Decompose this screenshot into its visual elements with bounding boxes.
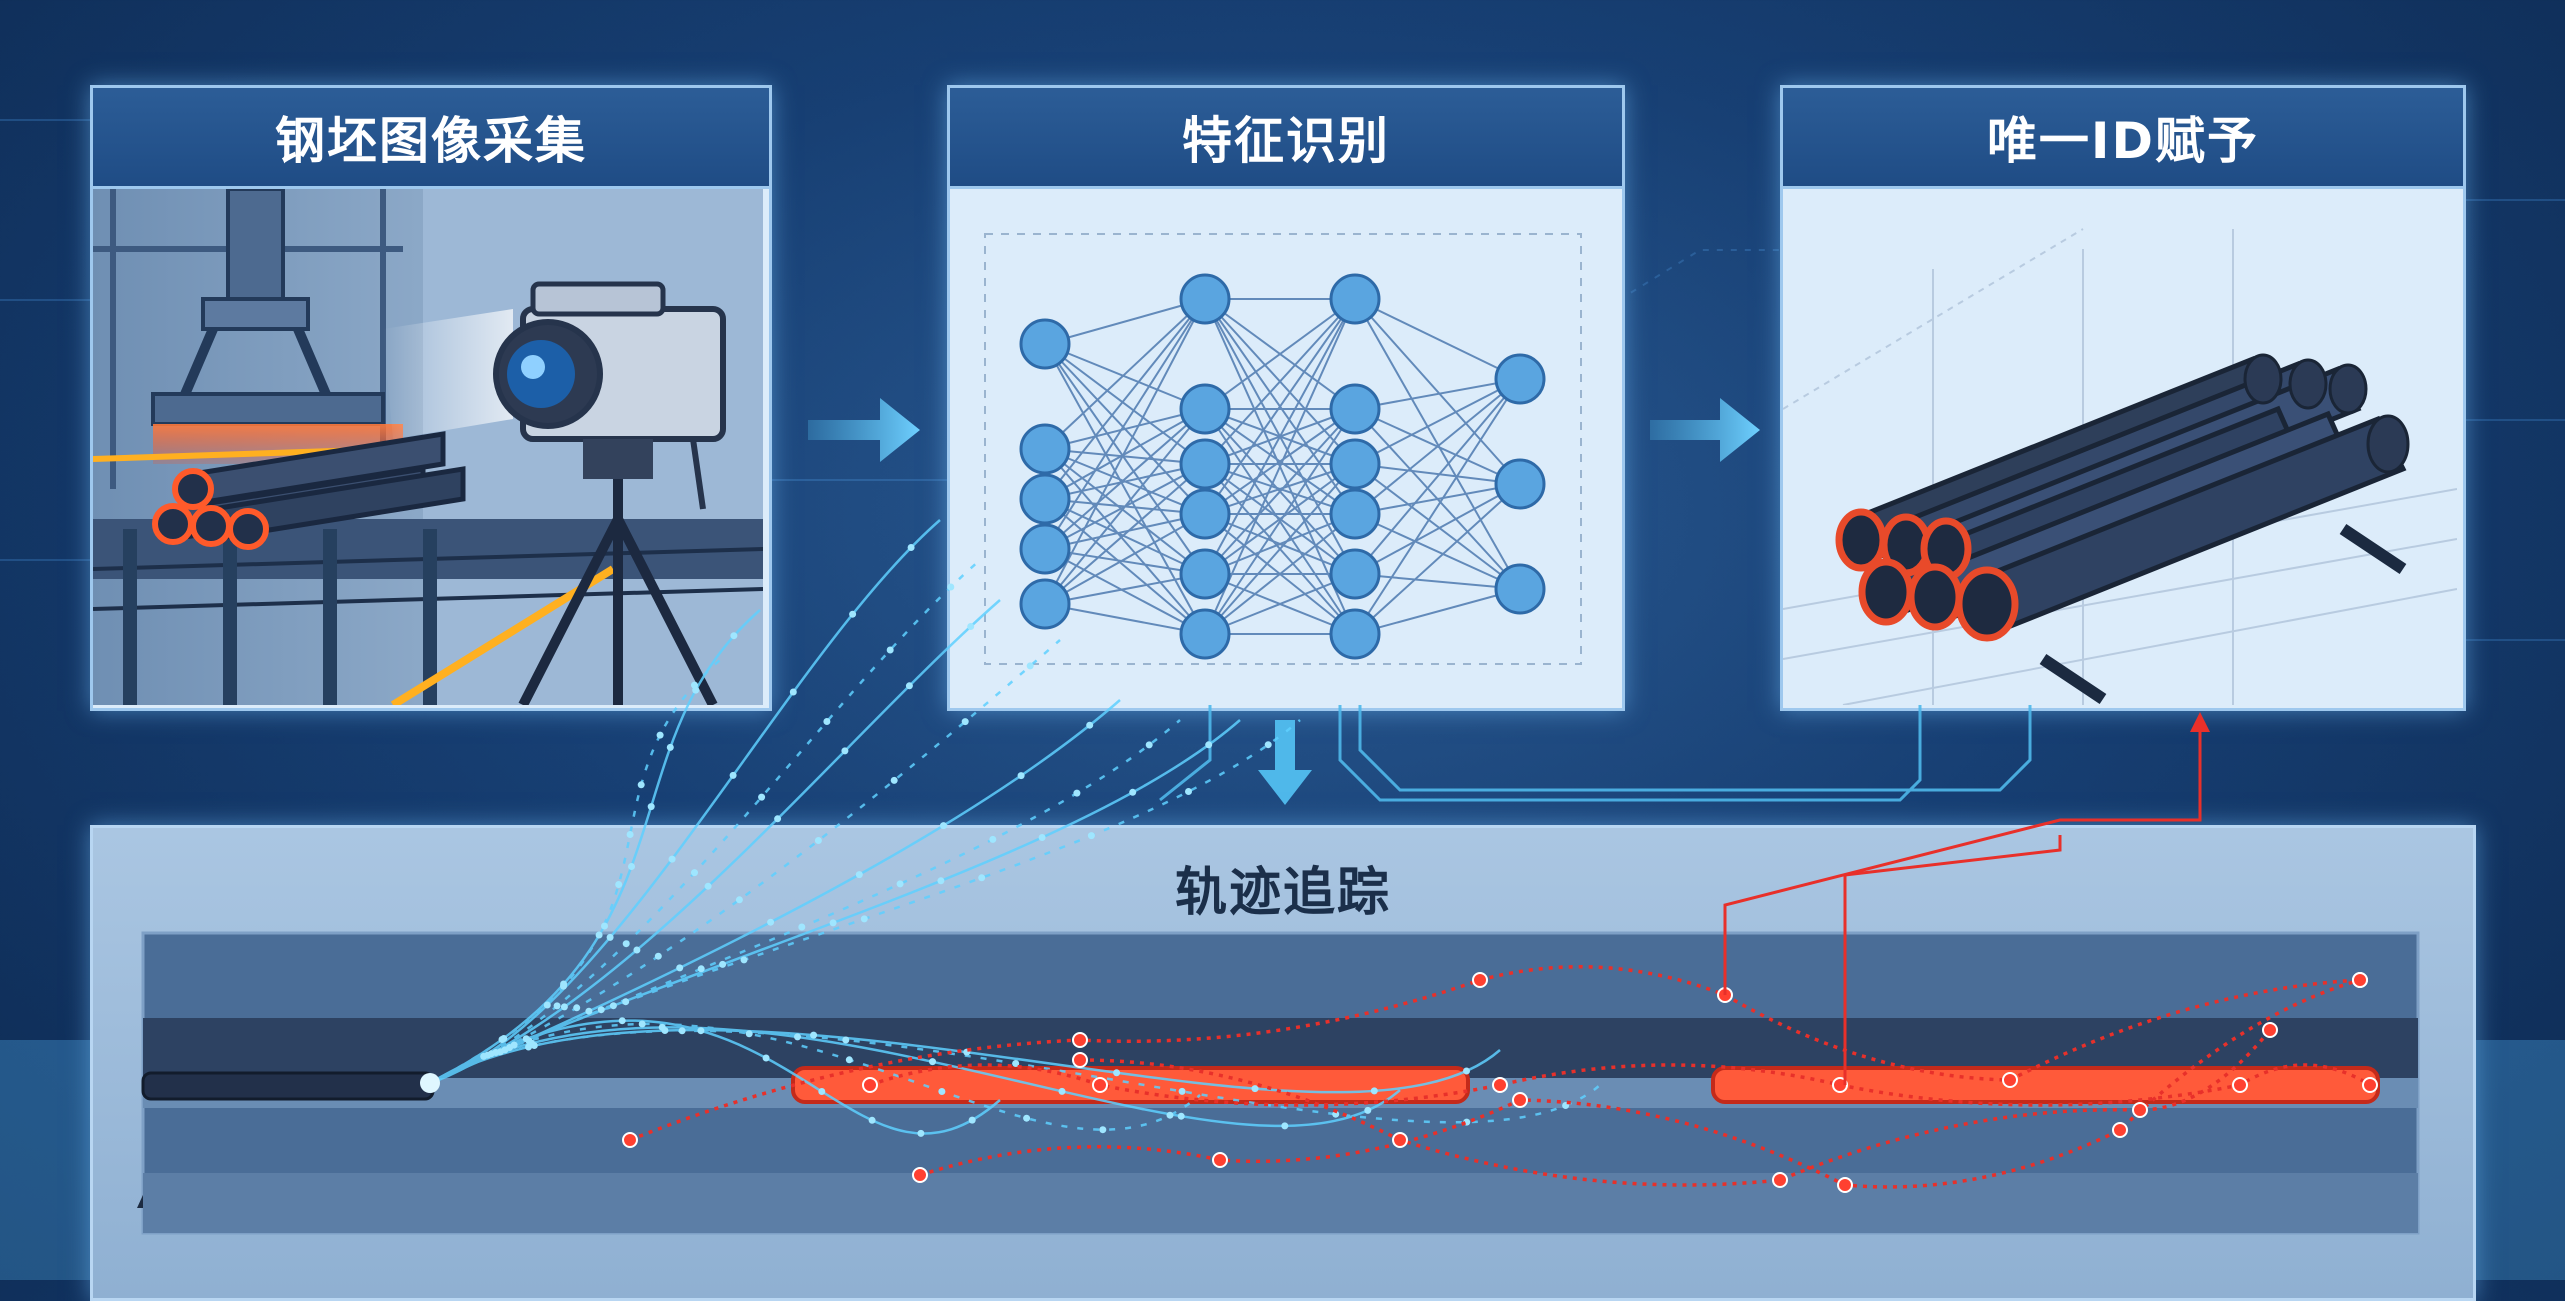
network-node [1019, 523, 1071, 575]
network-node [1019, 423, 1071, 475]
network-node [1329, 488, 1381, 540]
panel-title-acquire: 钢坯图像采集 [93, 88, 769, 189]
panel-title-feature: 特征识别 [950, 88, 1622, 189]
network-node [1329, 383, 1381, 435]
network-node [1329, 438, 1381, 490]
network-node [1329, 273, 1381, 325]
network-node [1179, 548, 1231, 600]
network-node [1179, 608, 1231, 660]
steel-billet-stack-icon [1783, 189, 2463, 708]
acquire-scene [93, 187, 769, 708]
panel-title-id: 唯一ID赋予 [1783, 88, 2463, 189]
network-node [1019, 473, 1071, 525]
panel-billet-image-acquisition: 钢坯图像采集 [90, 85, 772, 711]
network-node [1494, 563, 1546, 615]
network-node [1179, 488, 1231, 540]
panel-feature-recognition: 特征识别 [947, 85, 1625, 711]
network-node [1019, 578, 1071, 630]
network-node [1179, 383, 1231, 435]
panel-unique-id-assignment: 唯一ID赋予 [1780, 85, 2466, 711]
network-node [1329, 608, 1381, 660]
panel-trajectory-tracking: 轨迹追踪 [90, 825, 2476, 1301]
network-node [1494, 458, 1546, 510]
network-node [1179, 273, 1231, 325]
network-node [1179, 438, 1231, 490]
network-node [1494, 353, 1546, 405]
network-node [1329, 548, 1381, 600]
network-node [1019, 318, 1071, 370]
neural-network-icon [950, 189, 1622, 708]
